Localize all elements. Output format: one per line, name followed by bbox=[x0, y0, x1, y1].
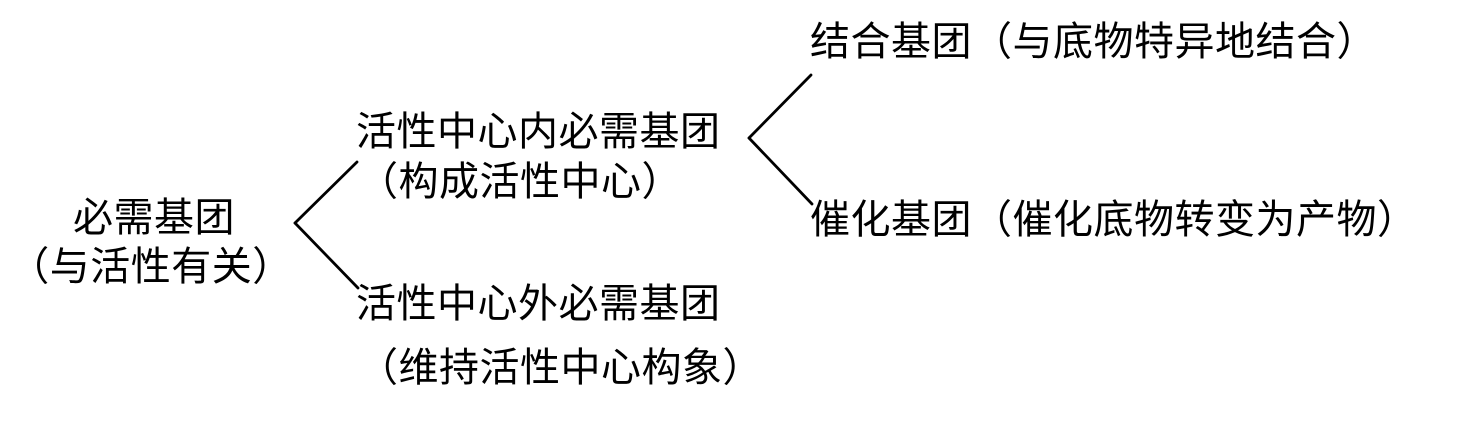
node-essential-groups-line-2: （与活性有关） bbox=[9, 244, 293, 290]
node-inside-active-center-line-1: 活性中心内必需基团 bbox=[356, 109, 721, 155]
root-bracket-lower-arm bbox=[293, 221, 360, 290]
node-outside-active-center-line-2: （维持活性中心构象） bbox=[358, 345, 763, 391]
node-inside-active-center: 活性中心内必需基团 （构成活性中心） bbox=[356, 112, 721, 202]
node-essential-groups-line-1: 必需基团 bbox=[73, 195, 235, 241]
node-binding-group: 结合基团（与底物特异地结合） bbox=[810, 22, 1377, 62]
mid-upper-bracket-upper-arm bbox=[747, 73, 813, 140]
mid-upper-bracket bbox=[747, 73, 814, 206]
root-bracket-upper-arm bbox=[293, 160, 359, 225]
node-essential-groups: 必需基团 （与活性有关） bbox=[8, 198, 294, 287]
node-outside-active-center-line-1: 活性中心外必需基团 bbox=[356, 281, 721, 327]
node-catalytic-group-line-1: 催化基团（催化底物转变为产物） bbox=[810, 197, 1418, 243]
node-outside-active-center: 活性中心外必需基团 （维持活性中心构象） bbox=[356, 284, 763, 388]
root-bracket bbox=[293, 160, 360, 290]
node-catalytic-group: 催化基团（催化底物转变为产物） bbox=[810, 200, 1418, 240]
mid-upper-bracket-lower-arm bbox=[747, 136, 814, 206]
node-binding-group-line-1: 结合基团（与底物特异地结合） bbox=[810, 19, 1377, 65]
node-inside-active-center-line-2: （构成活性中心） bbox=[358, 159, 682, 205]
